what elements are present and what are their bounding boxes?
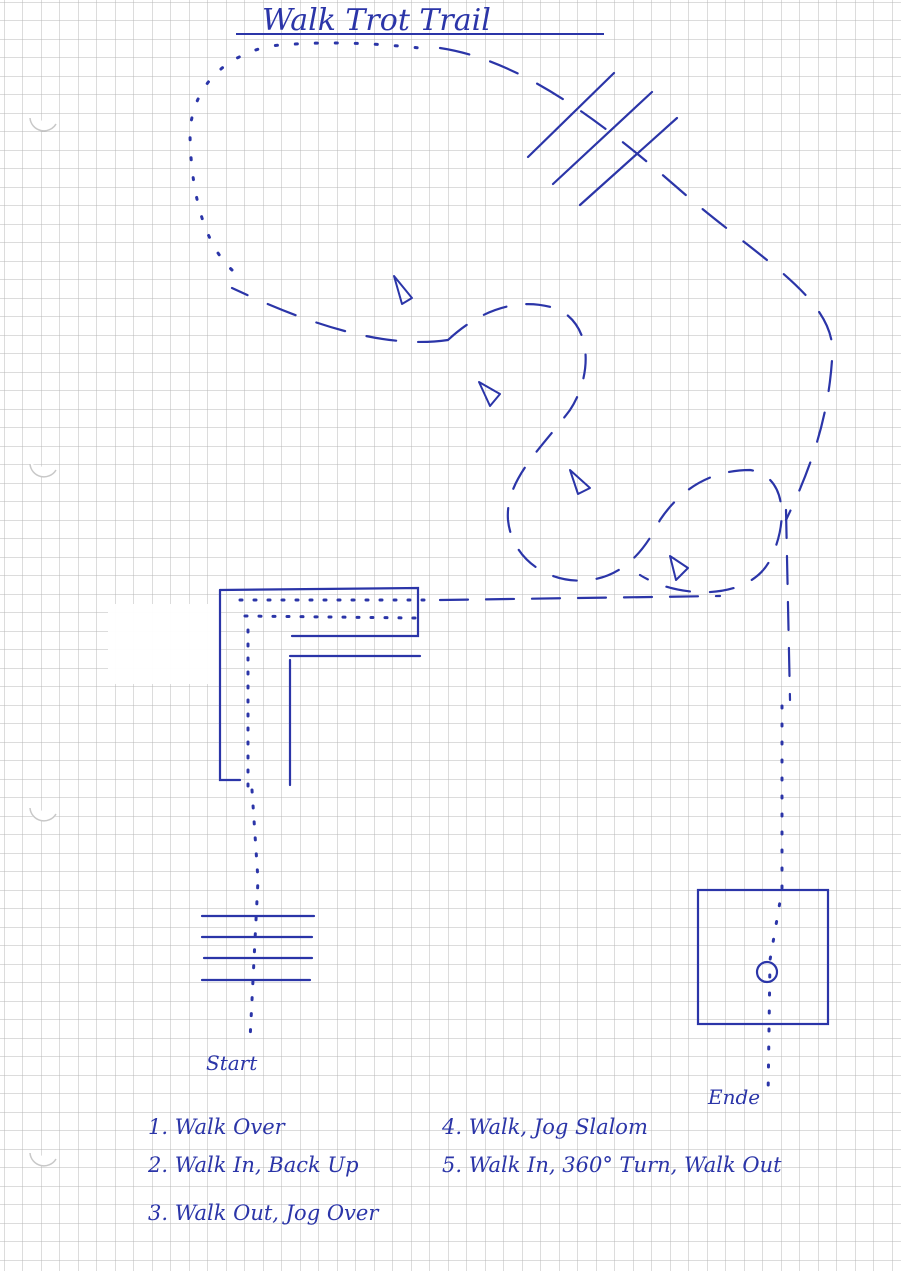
legend-item-4: 4. Walk, Jog Slalom xyxy=(441,1115,648,1139)
end-label: Ende xyxy=(707,1085,760,1109)
start-label: Start xyxy=(206,1051,258,1075)
legend-item-2: 2. Walk In, Back Up xyxy=(147,1153,359,1177)
legend-item-1: 1. Walk Over xyxy=(148,1115,287,1139)
correction-patch xyxy=(108,604,220,684)
legend-item-5: 5. Walk In, 360° Turn, Walk Out xyxy=(442,1153,782,1177)
legend-item-3: 3. Walk Out, Jog Over xyxy=(148,1201,380,1225)
diagram-title: Walk Trot Trail xyxy=(262,3,491,38)
